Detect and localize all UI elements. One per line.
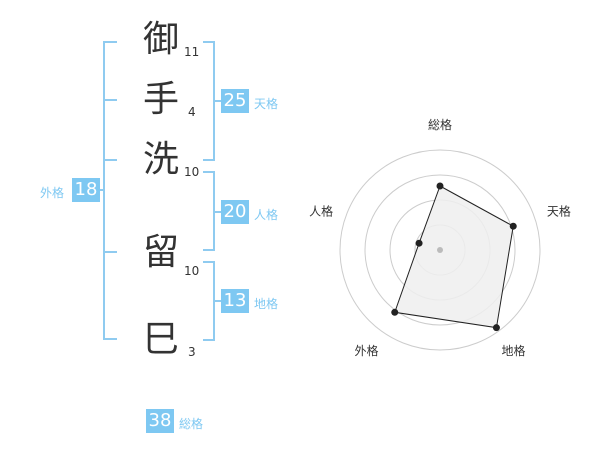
name-char-5: 巳 bbox=[142, 319, 179, 360]
radar-ring-3 bbox=[364, 174, 516, 326]
radar-point-5 bbox=[415, 239, 423, 247]
tenkaku-value: 25 bbox=[221, 89, 249, 113]
radar-axis-label-4: 外格 bbox=[355, 343, 379, 358]
name-char-4: 留 bbox=[142, 232, 179, 273]
jinkaku-label: 人格 bbox=[254, 208, 279, 222]
soukaku-value: 38 bbox=[146, 409, 174, 433]
stroke-count-3: 10 bbox=[184, 165, 200, 179]
radar-axis-label-1: 総格 bbox=[428, 117, 452, 132]
stroke-count-4: 10 bbox=[184, 264, 200, 278]
radar-point-4 bbox=[391, 308, 399, 316]
radar-axis-label-3: 地格 bbox=[501, 343, 525, 358]
stroke-count-2: 4 bbox=[188, 105, 196, 119]
name-char-2: 手 bbox=[142, 79, 179, 120]
name-char-3: 洗 bbox=[142, 139, 179, 180]
radar-ring-4 bbox=[339, 149, 541, 351]
jinkaku-value: 20 bbox=[221, 200, 249, 224]
tenkaku-label: 天格 bbox=[254, 97, 279, 111]
gaikaku-label: 外格 bbox=[40, 186, 65, 200]
radar-center-dot bbox=[437, 247, 443, 253]
radar-axis-label-5: 人格 bbox=[309, 203, 333, 218]
radar-point-3 bbox=[492, 324, 500, 332]
radar-point-1 bbox=[436, 182, 444, 190]
chikaku-value: 13 bbox=[221, 289, 249, 313]
radar-axis-label-2: 天格 bbox=[547, 203, 571, 218]
radar-point-2 bbox=[509, 222, 517, 230]
gaikaku-value: 18 bbox=[72, 178, 100, 202]
radar-polygon bbox=[394, 185, 514, 329]
stroke-count-1: 11 bbox=[184, 45, 200, 59]
name-char-1: 御 bbox=[142, 19, 179, 60]
stroke-count-5: 3 bbox=[188, 345, 196, 359]
soukaku-label: 総格 bbox=[179, 417, 204, 431]
chikaku-label: 地格 bbox=[254, 297, 279, 311]
